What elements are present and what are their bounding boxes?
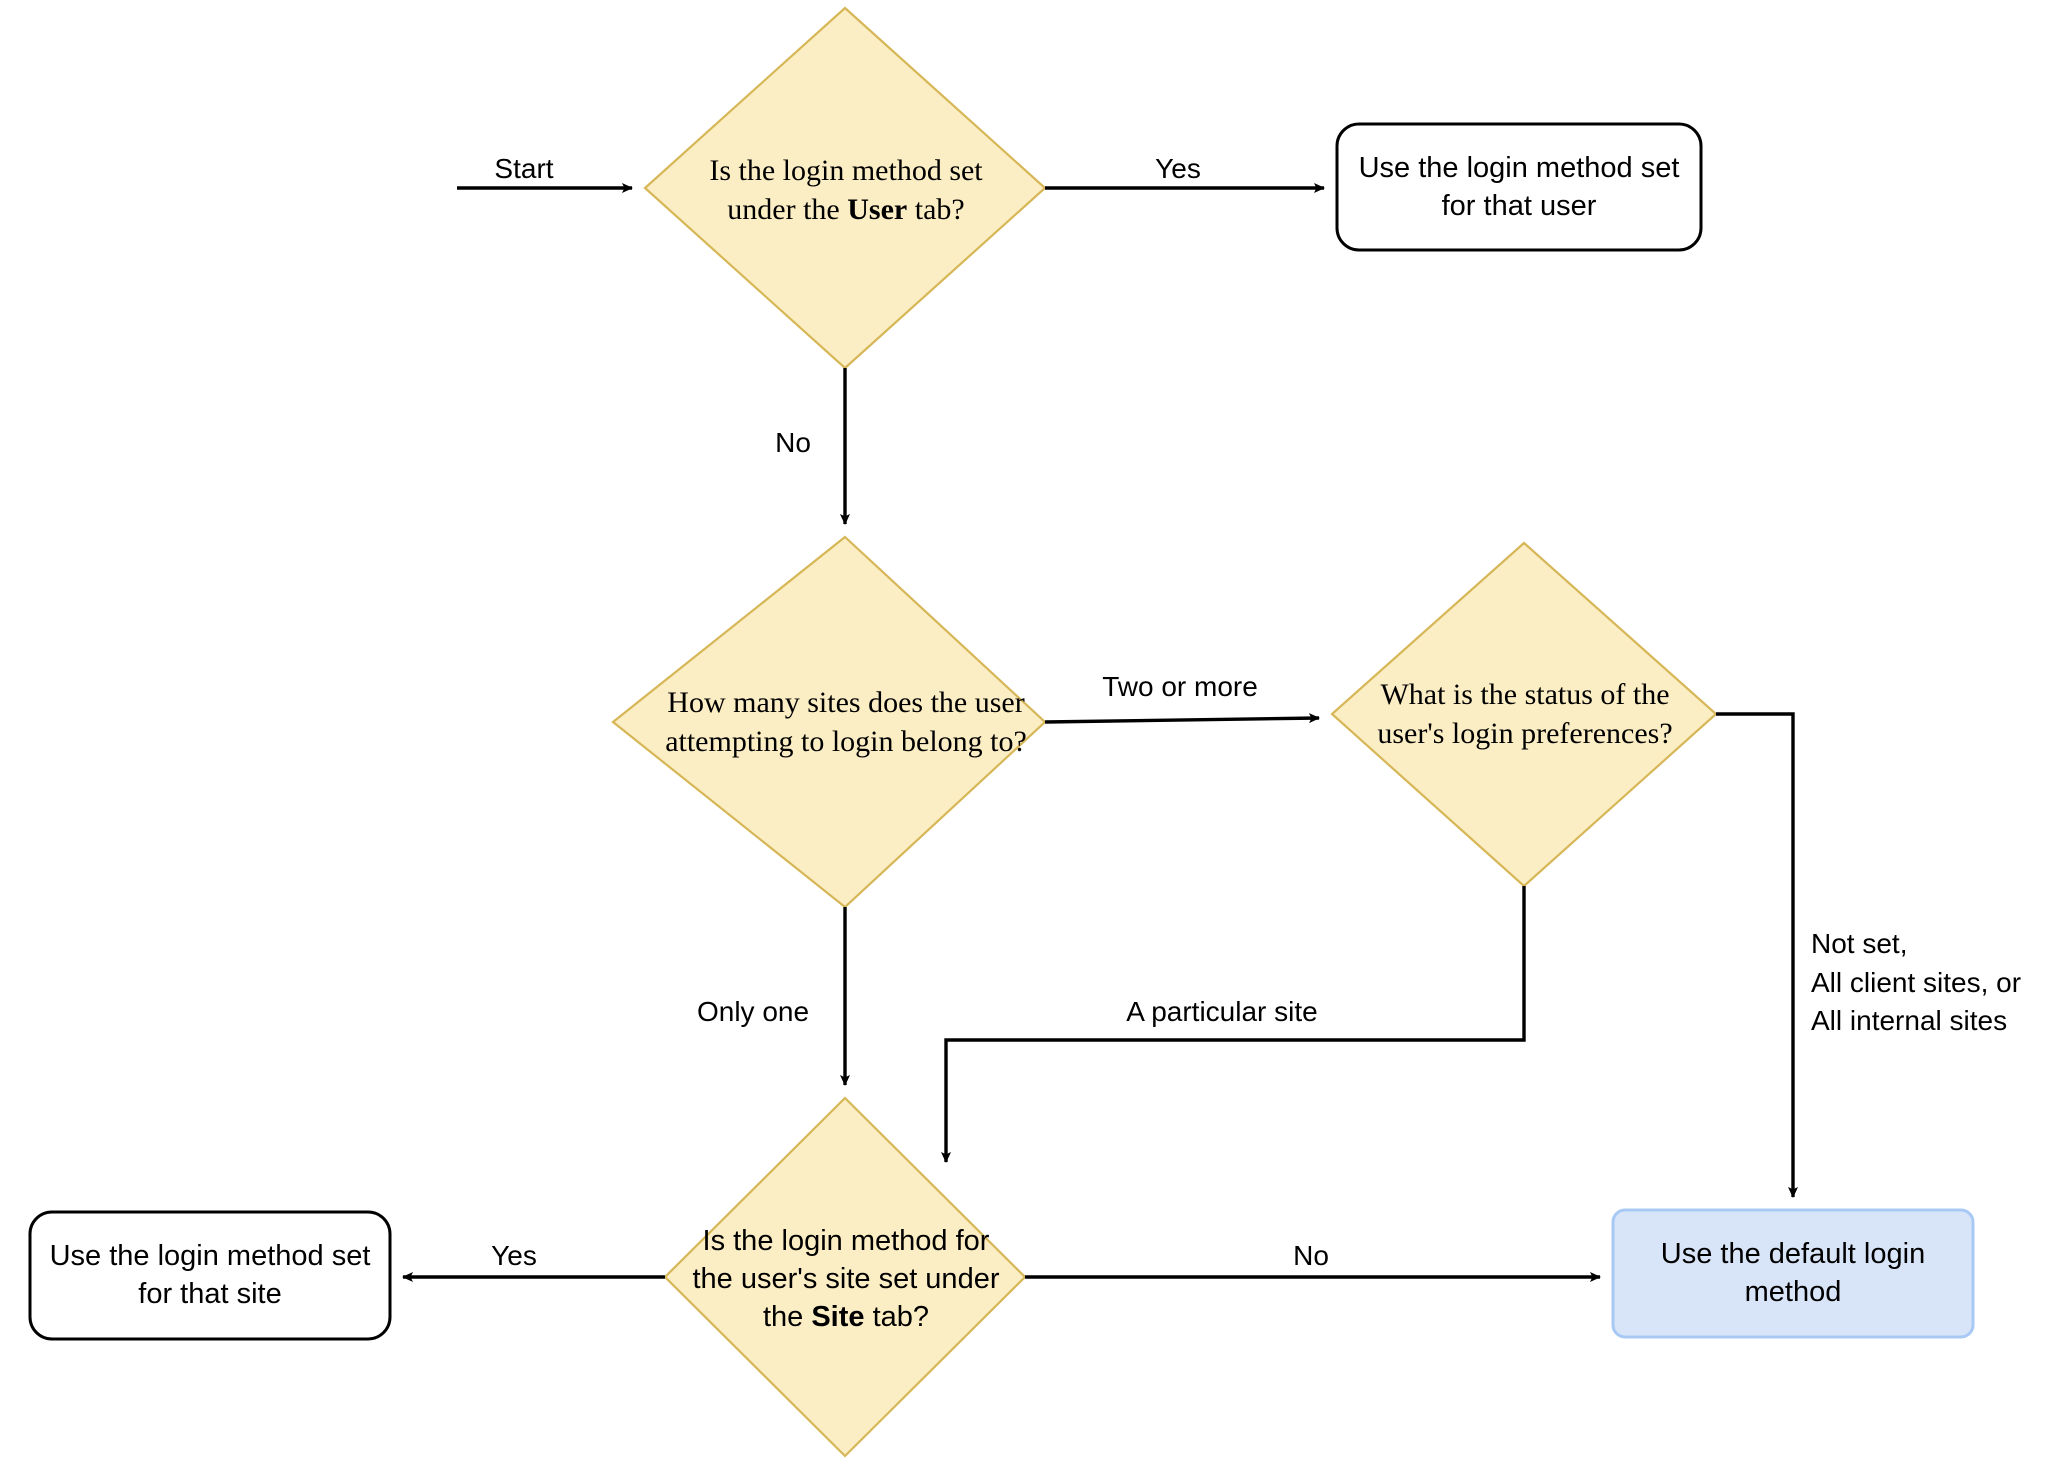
decision-site-count-shape[interactable] [611, 535, 1047, 909]
edge-d3-not-set [1716, 712, 1798, 1198]
outcome-site-method-shape[interactable] [28, 1210, 392, 1341]
edge-d3-particular-site [941, 886, 1526, 1163]
outcome-default-method-shape[interactable] [1611, 1208, 1975, 1339]
decision-site-tab-shape[interactable] [663, 1096, 1027, 1458]
decision-login-preferences-shape[interactable] [1330, 541, 1718, 888]
decision-user-tab-shape[interactable] [643, 6, 1047, 370]
outcome-user-method-shape[interactable] [1335, 122, 1703, 252]
edge-d2-two-or-more [1044, 713, 1320, 724]
